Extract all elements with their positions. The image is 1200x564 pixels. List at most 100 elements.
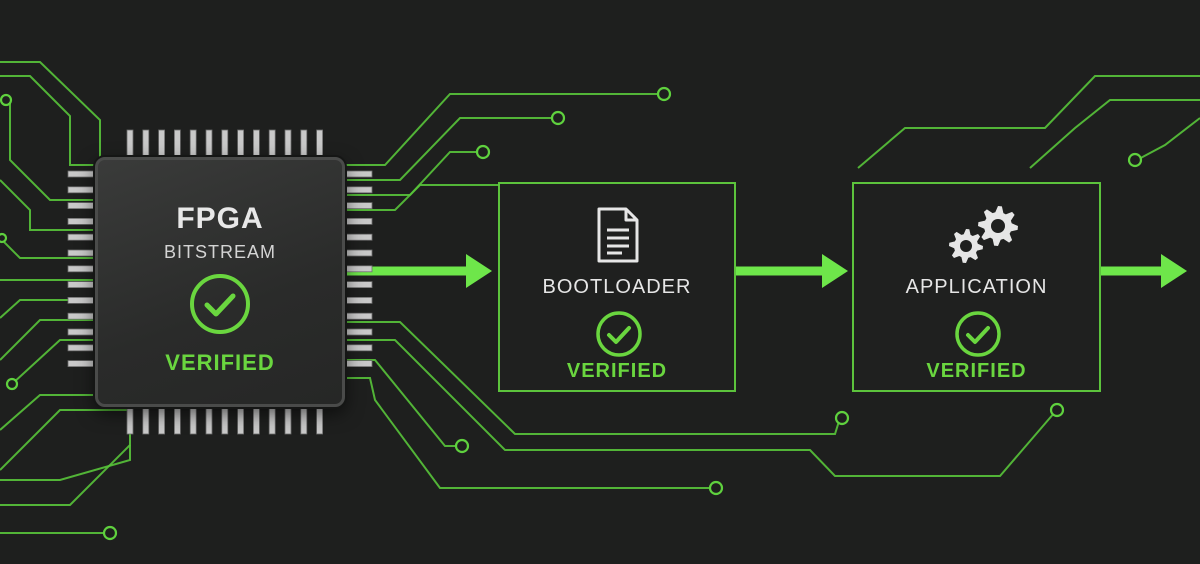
chip-pin: [67, 217, 95, 225]
chip-pin: [268, 129, 276, 157]
trace-node: [708, 480, 724, 496]
chip-pin: [345, 170, 373, 178]
application-stage: APPLICATION VERIFIED: [852, 182, 1101, 392]
chip-pin: [158, 129, 166, 157]
chip-pin: [67, 186, 95, 194]
chip-pin: [67, 312, 95, 320]
trace-node: [454, 438, 470, 454]
bootloader-stage: BOOTLOADER VERIFIED: [498, 182, 736, 392]
check-circle-icon: [596, 311, 642, 357]
chip-pin: [142, 407, 150, 435]
chip-pin: [345, 217, 373, 225]
circuit-trace: [0, 409, 131, 481]
chip-pin: [189, 407, 197, 435]
chip-pin: [67, 265, 95, 273]
stage-status: VERIFIED: [566, 360, 668, 382]
chip-pin: [189, 129, 197, 157]
chip-status: VERIFIED: [165, 350, 275, 375]
stage-label: BOOTLOADER: [542, 276, 692, 298]
chip-pin: [221, 129, 229, 157]
arrow-bootloader-to-application: [736, 254, 848, 288]
chip-pin: [268, 407, 276, 435]
arrow-application-out: [1101, 254, 1187, 288]
trace-node: [1049, 402, 1065, 418]
chip-pin: [300, 129, 308, 157]
circuit-trace: [345, 359, 460, 447]
chip-pin: [345, 360, 373, 368]
chip-pin: [345, 186, 373, 194]
chip-pin: [158, 407, 166, 435]
trace-node: [0, 93, 13, 107]
circuit-trace: [0, 179, 95, 231]
circuit-trace: [345, 151, 480, 196]
circuit-trace: [0, 444, 131, 506]
chip-pin: [126, 407, 134, 435]
chip-title: FPGA: [176, 202, 264, 235]
stage-label: APPLICATION: [905, 276, 1048, 298]
circuit-trace: [857, 75, 1200, 169]
circuit-trace: [9, 100, 95, 201]
chip-pin: [252, 129, 260, 157]
circuit-trace: [0, 394, 95, 431]
trace-node: [102, 525, 118, 541]
circuit-trace: [1029, 99, 1200, 169]
chip-pin: [316, 129, 324, 157]
circuit-trace: [0, 75, 95, 166]
trace-node: [550, 110, 566, 126]
chip-pin: [345, 233, 373, 241]
chip-pin: [173, 129, 181, 157]
trace-node: [834, 410, 850, 426]
chip-pin: [252, 407, 260, 435]
trace-node: [5, 377, 19, 391]
chip-pin: [67, 202, 95, 210]
chip-pin: [345, 265, 373, 273]
chip-pin: [126, 129, 134, 157]
chip-pin: [142, 129, 150, 157]
chip-pin: [67, 344, 95, 352]
circuit-trace: [1136, 117, 1200, 161]
chip-pin: [67, 281, 95, 289]
check-circle-icon: [955, 311, 1001, 357]
check-circle-icon: [190, 274, 250, 334]
chip-pin: [300, 407, 308, 435]
chip-pin: [284, 407, 292, 435]
chip-pin: [284, 129, 292, 157]
gears-icon: [949, 206, 1018, 263]
circuit-trace: [0, 61, 101, 158]
chip-pin: [67, 233, 95, 241]
circuit-trace: [0, 237, 95, 259]
chip-pin: [67, 249, 95, 257]
circuit-trace: [345, 117, 555, 181]
chip-pin: [316, 407, 324, 435]
chip-pin: [237, 407, 245, 435]
chip-pin: [205, 129, 213, 157]
chip-pin: [345, 312, 373, 320]
chip-pin: [67, 328, 95, 336]
chip-pin: [345, 344, 373, 352]
circuit-trace: [11, 339, 95, 385]
circuit-trace: [0, 319, 95, 361]
circuit-trace: [345, 339, 1056, 477]
trace-node: [0, 232, 8, 244]
trace-node: [656, 86, 672, 102]
circuit-trace: [345, 321, 841, 435]
chip-pin: [345, 296, 373, 304]
chip-pin: [237, 129, 245, 157]
stage-status: VERIFIED: [926, 360, 1027, 382]
trace-node: [475, 144, 491, 160]
chip-pin: [67, 170, 95, 178]
chip-pin: [67, 296, 95, 304]
chip-pin: [345, 281, 373, 289]
document-icon: [597, 207, 639, 263]
chip-pin: [345, 328, 373, 336]
chip-pin: [205, 407, 213, 435]
trace-node: [1127, 152, 1143, 168]
chip-pin: [345, 202, 373, 210]
chip-pin: [67, 360, 95, 368]
fpga-chip: FPGA BITSTREAM VERIFIED: [95, 157, 345, 407]
circuit-trace: [345, 377, 713, 489]
circuit-trace: [345, 184, 498, 211]
circuit-trace: [345, 93, 660, 166]
